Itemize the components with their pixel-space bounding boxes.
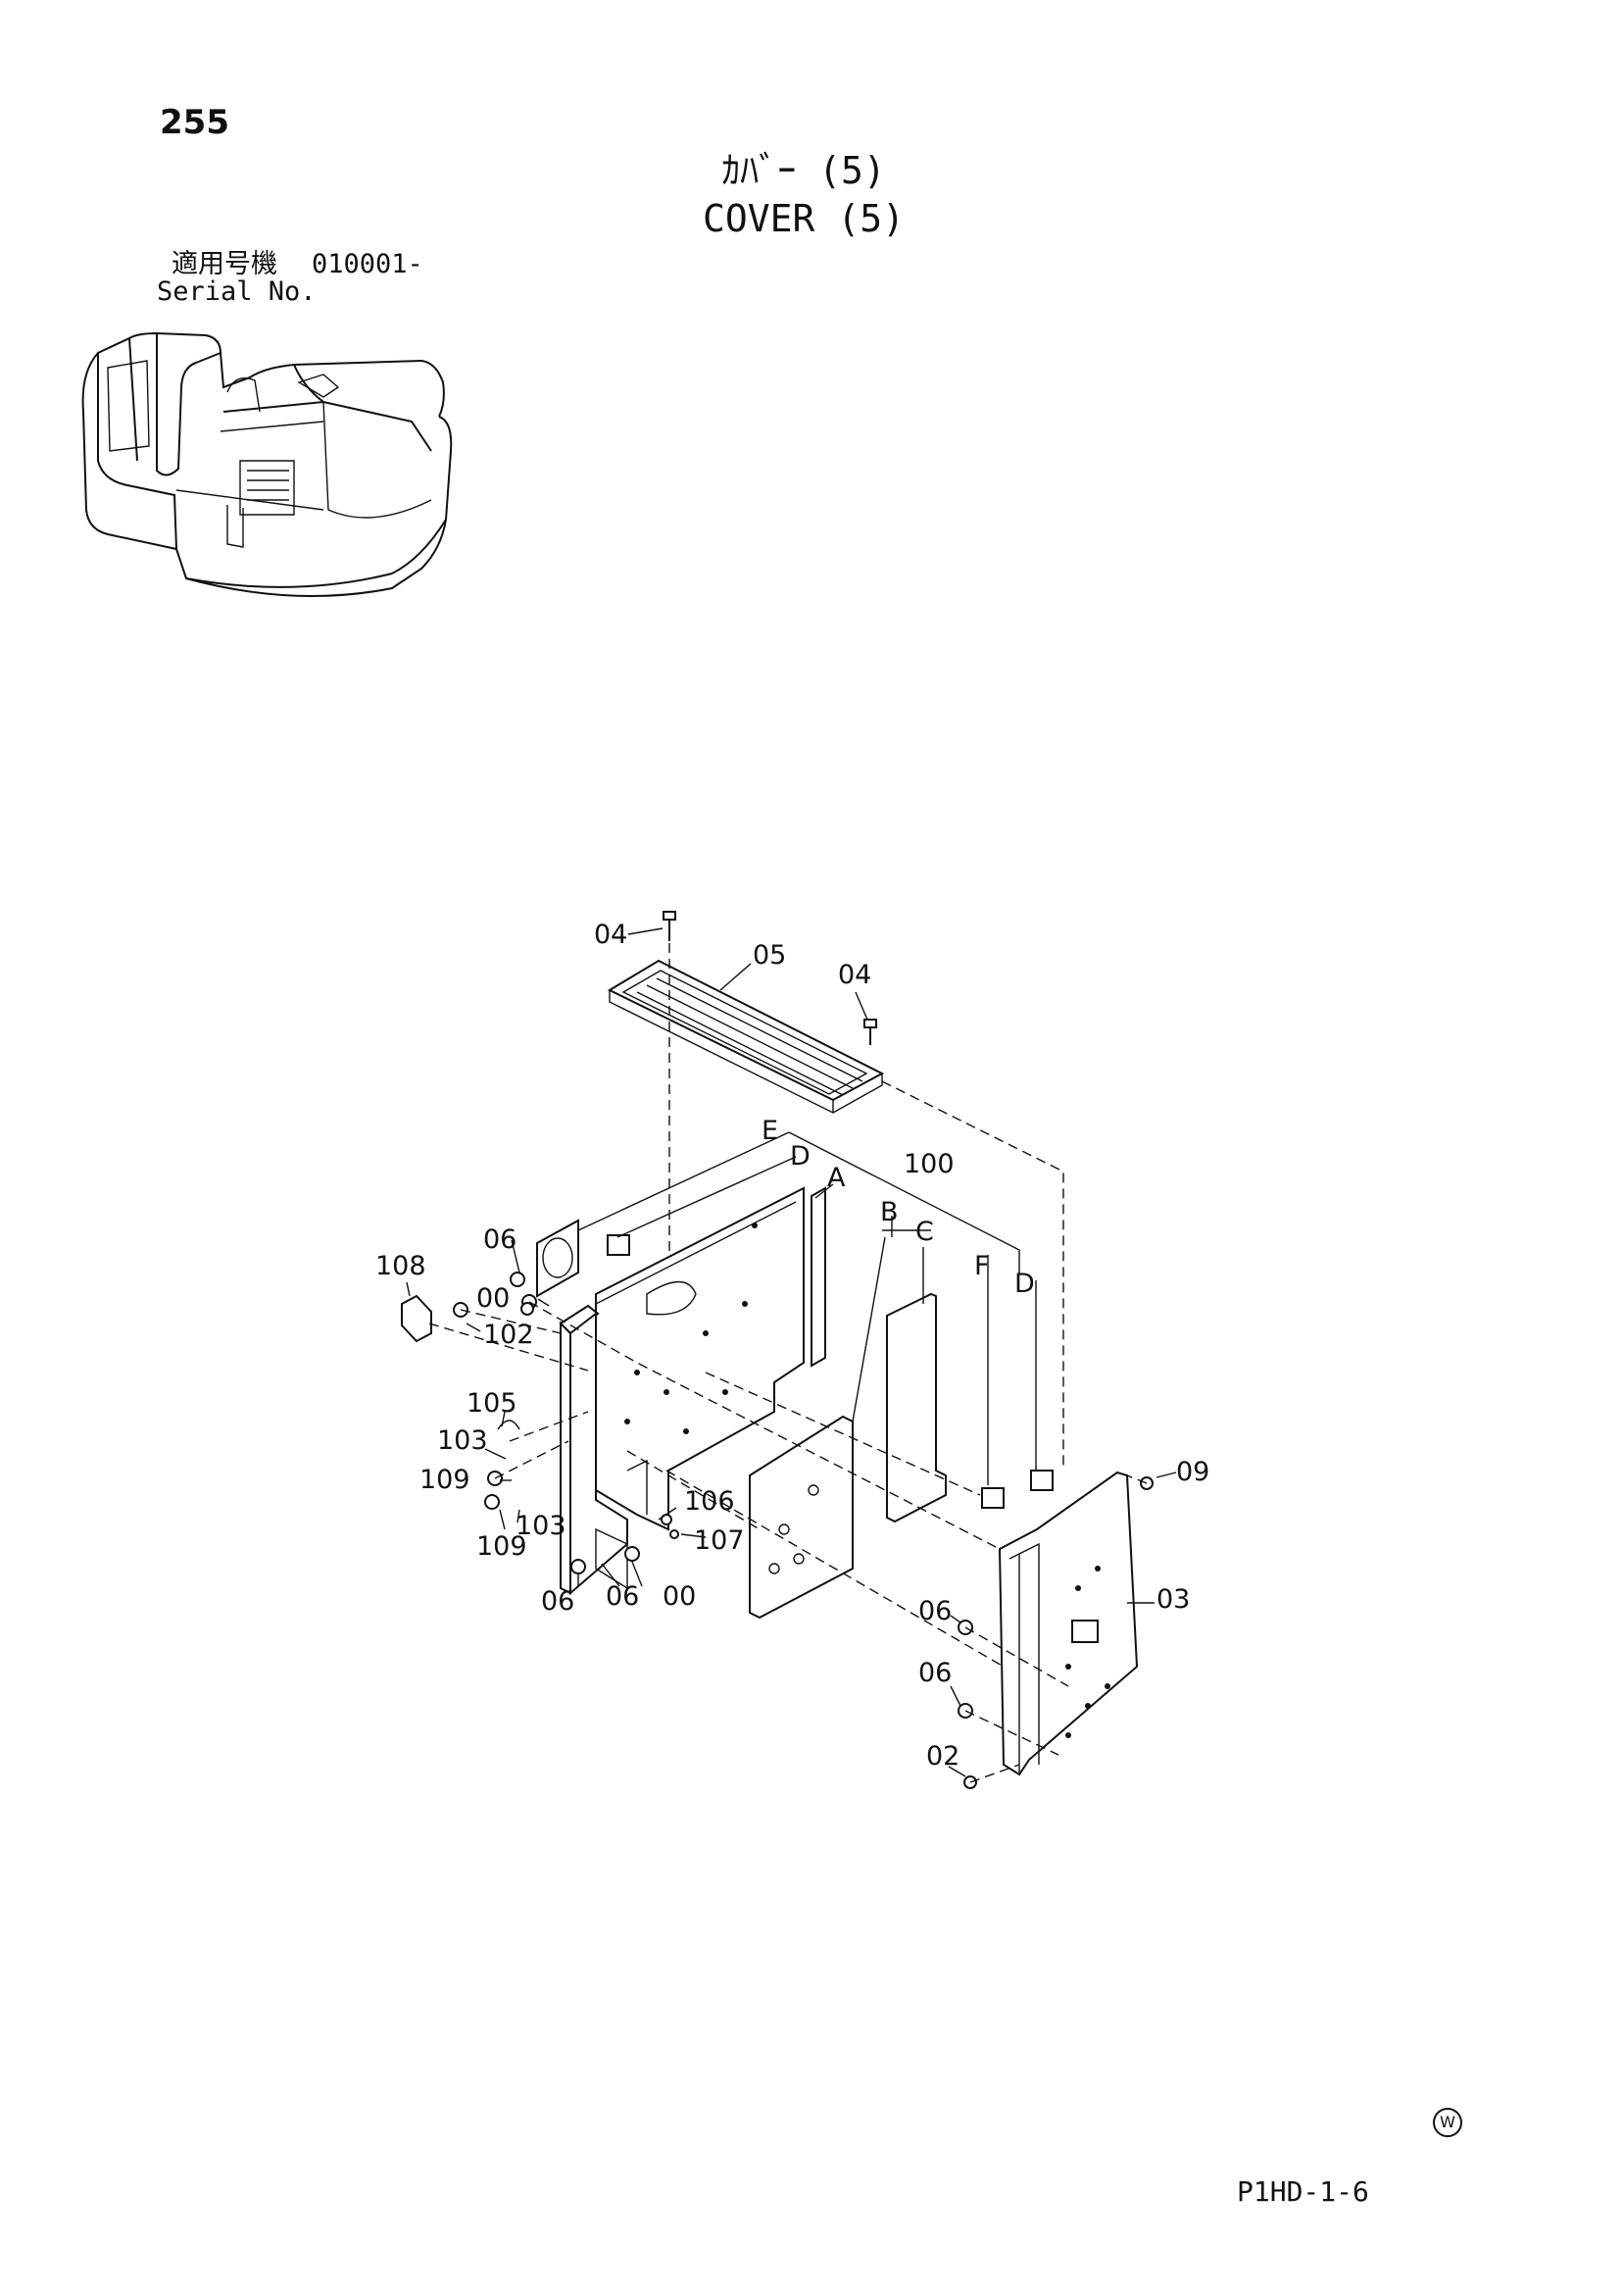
callout-04b: 04 <box>838 960 871 990</box>
callout-D2: D <box>1014 1269 1035 1299</box>
callout-105: 105 <box>467 1388 517 1419</box>
pad-part <box>981 1487 1005 1509</box>
callout-108: 108 <box>375 1251 426 1281</box>
callout-06c: 06 <box>606 1581 639 1612</box>
part-105-clip <box>497 1420 520 1430</box>
bolt-04-icon <box>663 911 877 1045</box>
tall-strip-part <box>886 1292 947 1523</box>
callout-A: A <box>827 1163 846 1193</box>
serial-range: 010001- <box>312 249 423 279</box>
callout-06b: 06 <box>541 1586 574 1617</box>
callout-106: 106 <box>684 1486 735 1517</box>
pad-part <box>1030 1470 1054 1491</box>
drawing-code: P1HD-1-6 <box>1237 2175 1369 2208</box>
callout-D1: D <box>790 1141 811 1172</box>
part-108-bracket <box>401 1294 432 1343</box>
callout-E: E <box>762 1116 778 1146</box>
callout-06a: 06 <box>483 1224 516 1255</box>
callout-100: 100 <box>904 1149 955 1179</box>
callout-06e: 06 <box>918 1658 952 1688</box>
page-title-japanese: ｶﾊﾞｰ (5) <box>721 149 886 192</box>
serial-label-english: Serial No. <box>157 276 317 307</box>
callout-06d: 06 <box>918 1596 952 1626</box>
w-registered-mark-icon: W <box>1433 2108 1462 2137</box>
cover-exploded-diagram <box>401 911 1177 1789</box>
callout-03: 03 <box>1156 1584 1190 1615</box>
main-frame-panel <box>559 1186 826 1596</box>
callout-109a: 109 <box>419 1465 470 1495</box>
callout-109b: 109 <box>476 1531 527 1562</box>
callout-05: 05 <box>753 940 786 971</box>
pad-part <box>607 1234 630 1256</box>
callout-00b: 00 <box>663 1581 696 1612</box>
callout-102: 102 <box>483 1320 534 1350</box>
page-number: 255 <box>160 103 229 142</box>
callout-103a: 103 <box>437 1425 488 1456</box>
square-plate-part <box>749 1415 854 1620</box>
callout-04a: 04 <box>594 920 627 950</box>
callout-00a: 00 <box>476 1283 510 1314</box>
callout-09: 09 <box>1176 1457 1209 1487</box>
callout-C: C <box>915 1217 934 1247</box>
callout-F: F <box>974 1251 990 1281</box>
callout-103b: 103 <box>516 1511 566 1541</box>
callout-107: 107 <box>694 1525 745 1556</box>
callout-labels: 04 05 04 E D A 100 B C F D 06 108 00 102… <box>375 920 1209 1772</box>
serial-label-japanese: 適用号機 <box>172 249 277 279</box>
callout-02: 02 <box>926 1741 959 1772</box>
page-title-english: COVER (5) <box>703 197 905 240</box>
callout-B: B <box>880 1197 899 1227</box>
part-03-side-cover <box>998 1471 1139 1776</box>
excavator-location-icon <box>81 331 453 597</box>
